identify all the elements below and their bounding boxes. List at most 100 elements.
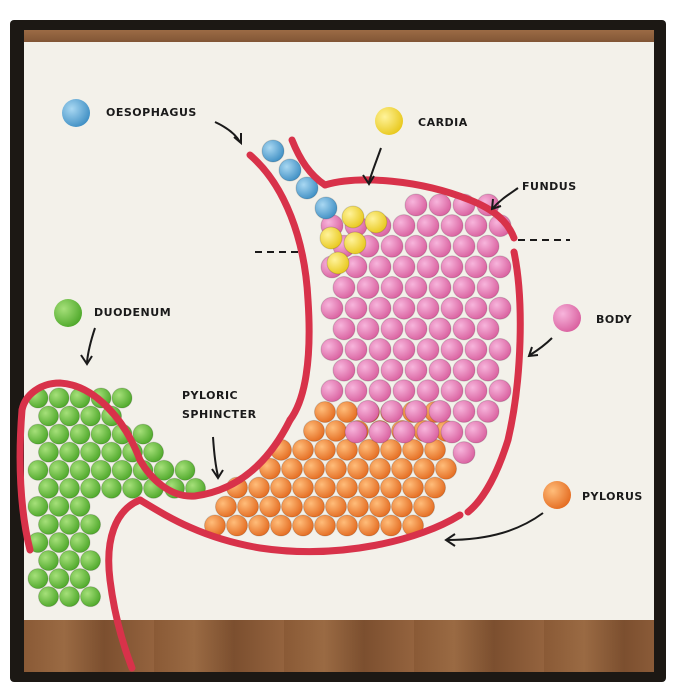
pylorus-candy	[380, 438, 402, 461]
pylorus-candy	[325, 457, 347, 480]
label-oesophagus: OESOPHAGUS	[106, 106, 197, 119]
pylorus-candy	[215, 495, 237, 518]
duodenum-candy	[143, 441, 164, 463]
arrow-cardia	[368, 147, 382, 183]
body-candy	[428, 193, 452, 217]
body-candy	[440, 379, 464, 403]
body-candy	[416, 337, 440, 361]
pylorus-candy	[325, 419, 347, 442]
pylorus-candy	[336, 438, 358, 461]
pylorus-candy	[358, 514, 380, 537]
body-candy	[452, 358, 476, 382]
body-candy	[344, 337, 368, 361]
body-candy	[368, 255, 392, 279]
body-candy	[416, 420, 440, 444]
body-candy	[368, 337, 392, 361]
oesophagus-left-wall	[246, 151, 313, 424]
inner-curve-wall	[18, 379, 294, 500]
body-candy	[344, 420, 368, 444]
body-candy	[476, 358, 500, 382]
pylorus-candy	[248, 514, 270, 537]
duodenum-candy	[59, 513, 80, 535]
pylorus-candy	[358, 438, 380, 461]
oesophagus-candy	[278, 158, 302, 182]
body-candy	[416, 296, 440, 320]
body-candy	[488, 255, 512, 279]
legend-duodenum-candy	[54, 299, 82, 327]
body-candy	[320, 337, 344, 361]
label-fundus: FUNDUS	[522, 180, 577, 193]
pylorus-candy	[314, 476, 336, 499]
body-candy	[332, 358, 356, 382]
duodenum-candy	[69, 531, 91, 553]
label-cardia: CARDIA	[418, 116, 468, 129]
body-candy	[440, 255, 464, 279]
cardia-candy	[364, 210, 388, 234]
body-candy	[380, 317, 404, 341]
duodenum-candy	[38, 513, 59, 535]
body-candy	[488, 337, 512, 361]
legend-cardia-candy	[375, 107, 403, 135]
body-candy	[452, 234, 476, 258]
body-candy	[452, 399, 476, 423]
duodenum-candy	[48, 387, 70, 409]
pylorus-candies	[204, 401, 457, 537]
body-candy	[464, 337, 488, 361]
duodenum-candies	[27, 387, 206, 608]
body-candy	[464, 214, 488, 238]
region-divider-lines	[255, 239, 570, 253]
body-candy	[440, 296, 464, 320]
pylorus-candy	[413, 457, 435, 480]
body-candy	[320, 296, 344, 320]
pylorus-candy	[314, 438, 336, 461]
body-candy	[428, 358, 452, 382]
body-candy	[356, 358, 380, 382]
cardia-candies	[319, 205, 388, 275]
duodenum-candy	[59, 477, 80, 499]
pylorus-candy	[292, 438, 314, 461]
oesophagus-candy	[295, 176, 319, 200]
label-pyloric-line1: PYLORIC	[182, 389, 239, 402]
body-candy	[476, 276, 500, 300]
pylorus-bottom-wall	[136, 496, 464, 556]
wood-edge-top	[24, 30, 654, 44]
pylorus-candy	[380, 514, 402, 537]
duodenum-candy	[111, 459, 133, 481]
body-candy	[440, 420, 464, 444]
duodenum-candy	[101, 477, 122, 499]
body-candy	[428, 317, 452, 341]
duodenum-candy	[69, 495, 91, 517]
duodenum-candy	[27, 495, 49, 517]
duodenum-candy	[38, 586, 59, 608]
body-candy	[416, 214, 440, 238]
pylorus-candy	[325, 495, 347, 518]
body-candy	[440, 337, 464, 361]
oesophagus-candy	[314, 196, 338, 220]
duodenum-candy	[80, 477, 101, 499]
body-candy	[392, 379, 416, 403]
pylorus-candy	[380, 476, 402, 499]
duodenum-candy	[90, 459, 112, 481]
oesophagus-candies	[261, 139, 338, 220]
body-candy	[344, 296, 368, 320]
duodenum-candy	[90, 423, 112, 445]
duodenum-candy	[59, 550, 80, 572]
body-candy	[416, 379, 440, 403]
label-pyloric-line2: SPHINCTER	[182, 408, 257, 421]
body-candy	[392, 214, 416, 238]
arrow-fundus	[492, 187, 519, 209]
body-candy	[428, 276, 452, 300]
duodenum-candy	[38, 550, 59, 572]
duodenum-candy	[27, 423, 49, 445]
duodenum-candy	[27, 568, 49, 590]
body-candy	[404, 317, 428, 341]
stomach-outline	[16, 136, 524, 672]
label-pyloric-sphincter: PYLORIC SPHINCTER	[182, 386, 257, 424]
duodenum-candy	[59, 441, 80, 463]
duodenum-candy	[153, 459, 175, 481]
pylorus-candy	[259, 495, 281, 518]
label-pylorus: PYLORUS	[582, 490, 643, 503]
body-candy	[476, 234, 500, 258]
pylorus-candy	[402, 438, 424, 461]
